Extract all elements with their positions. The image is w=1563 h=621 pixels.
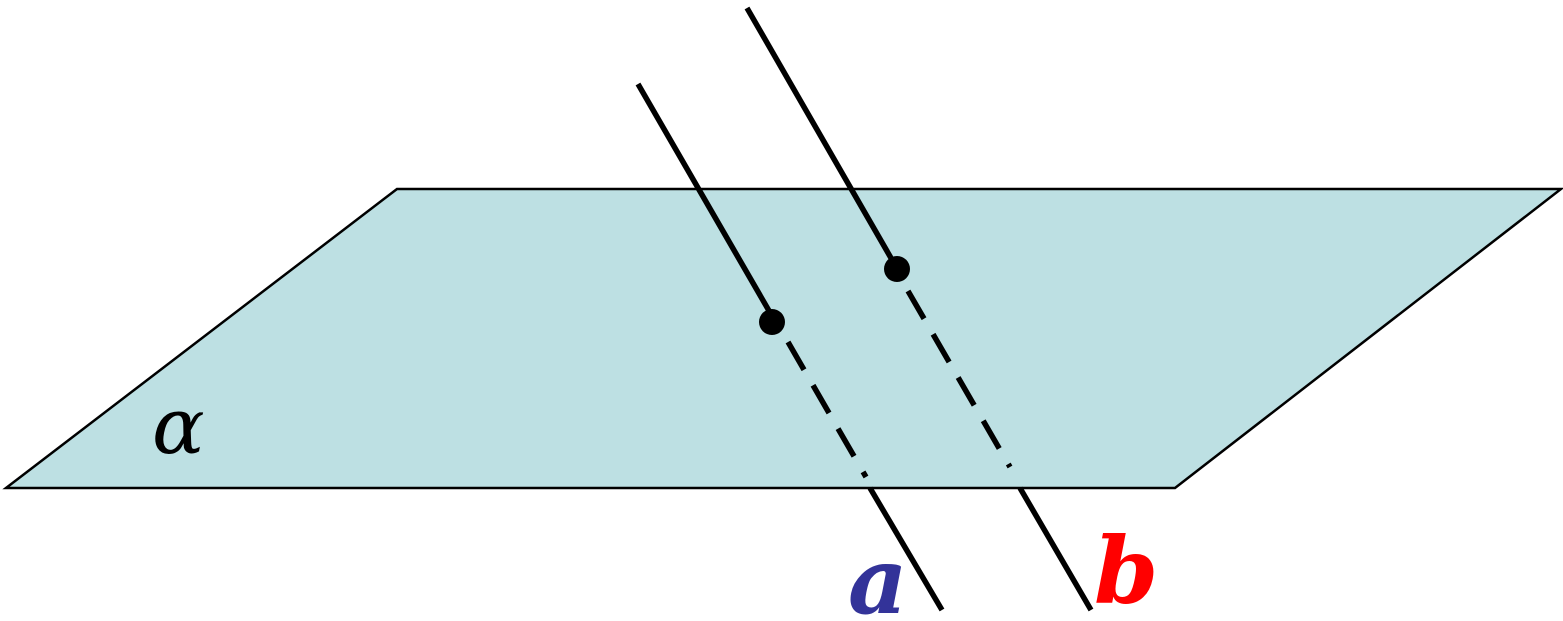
line-b-lower-segment [1017,486,1094,612]
line-a-lower-segment [867,486,945,612]
point-b-intersection [884,256,910,282]
line-b-upper-segment [744,6,898,267]
point-a-intersection [759,309,785,335]
plane-alpha [2,187,1563,490]
line-a-upper-segment [635,82,775,318]
plane-label-alpha: α [152,382,205,472]
line-label-b: b [1094,517,1158,621]
line-label-a: a [848,527,908,621]
line-a-hidden-segment [785,340,869,479]
line-b-hidden-segment [905,289,1013,469]
